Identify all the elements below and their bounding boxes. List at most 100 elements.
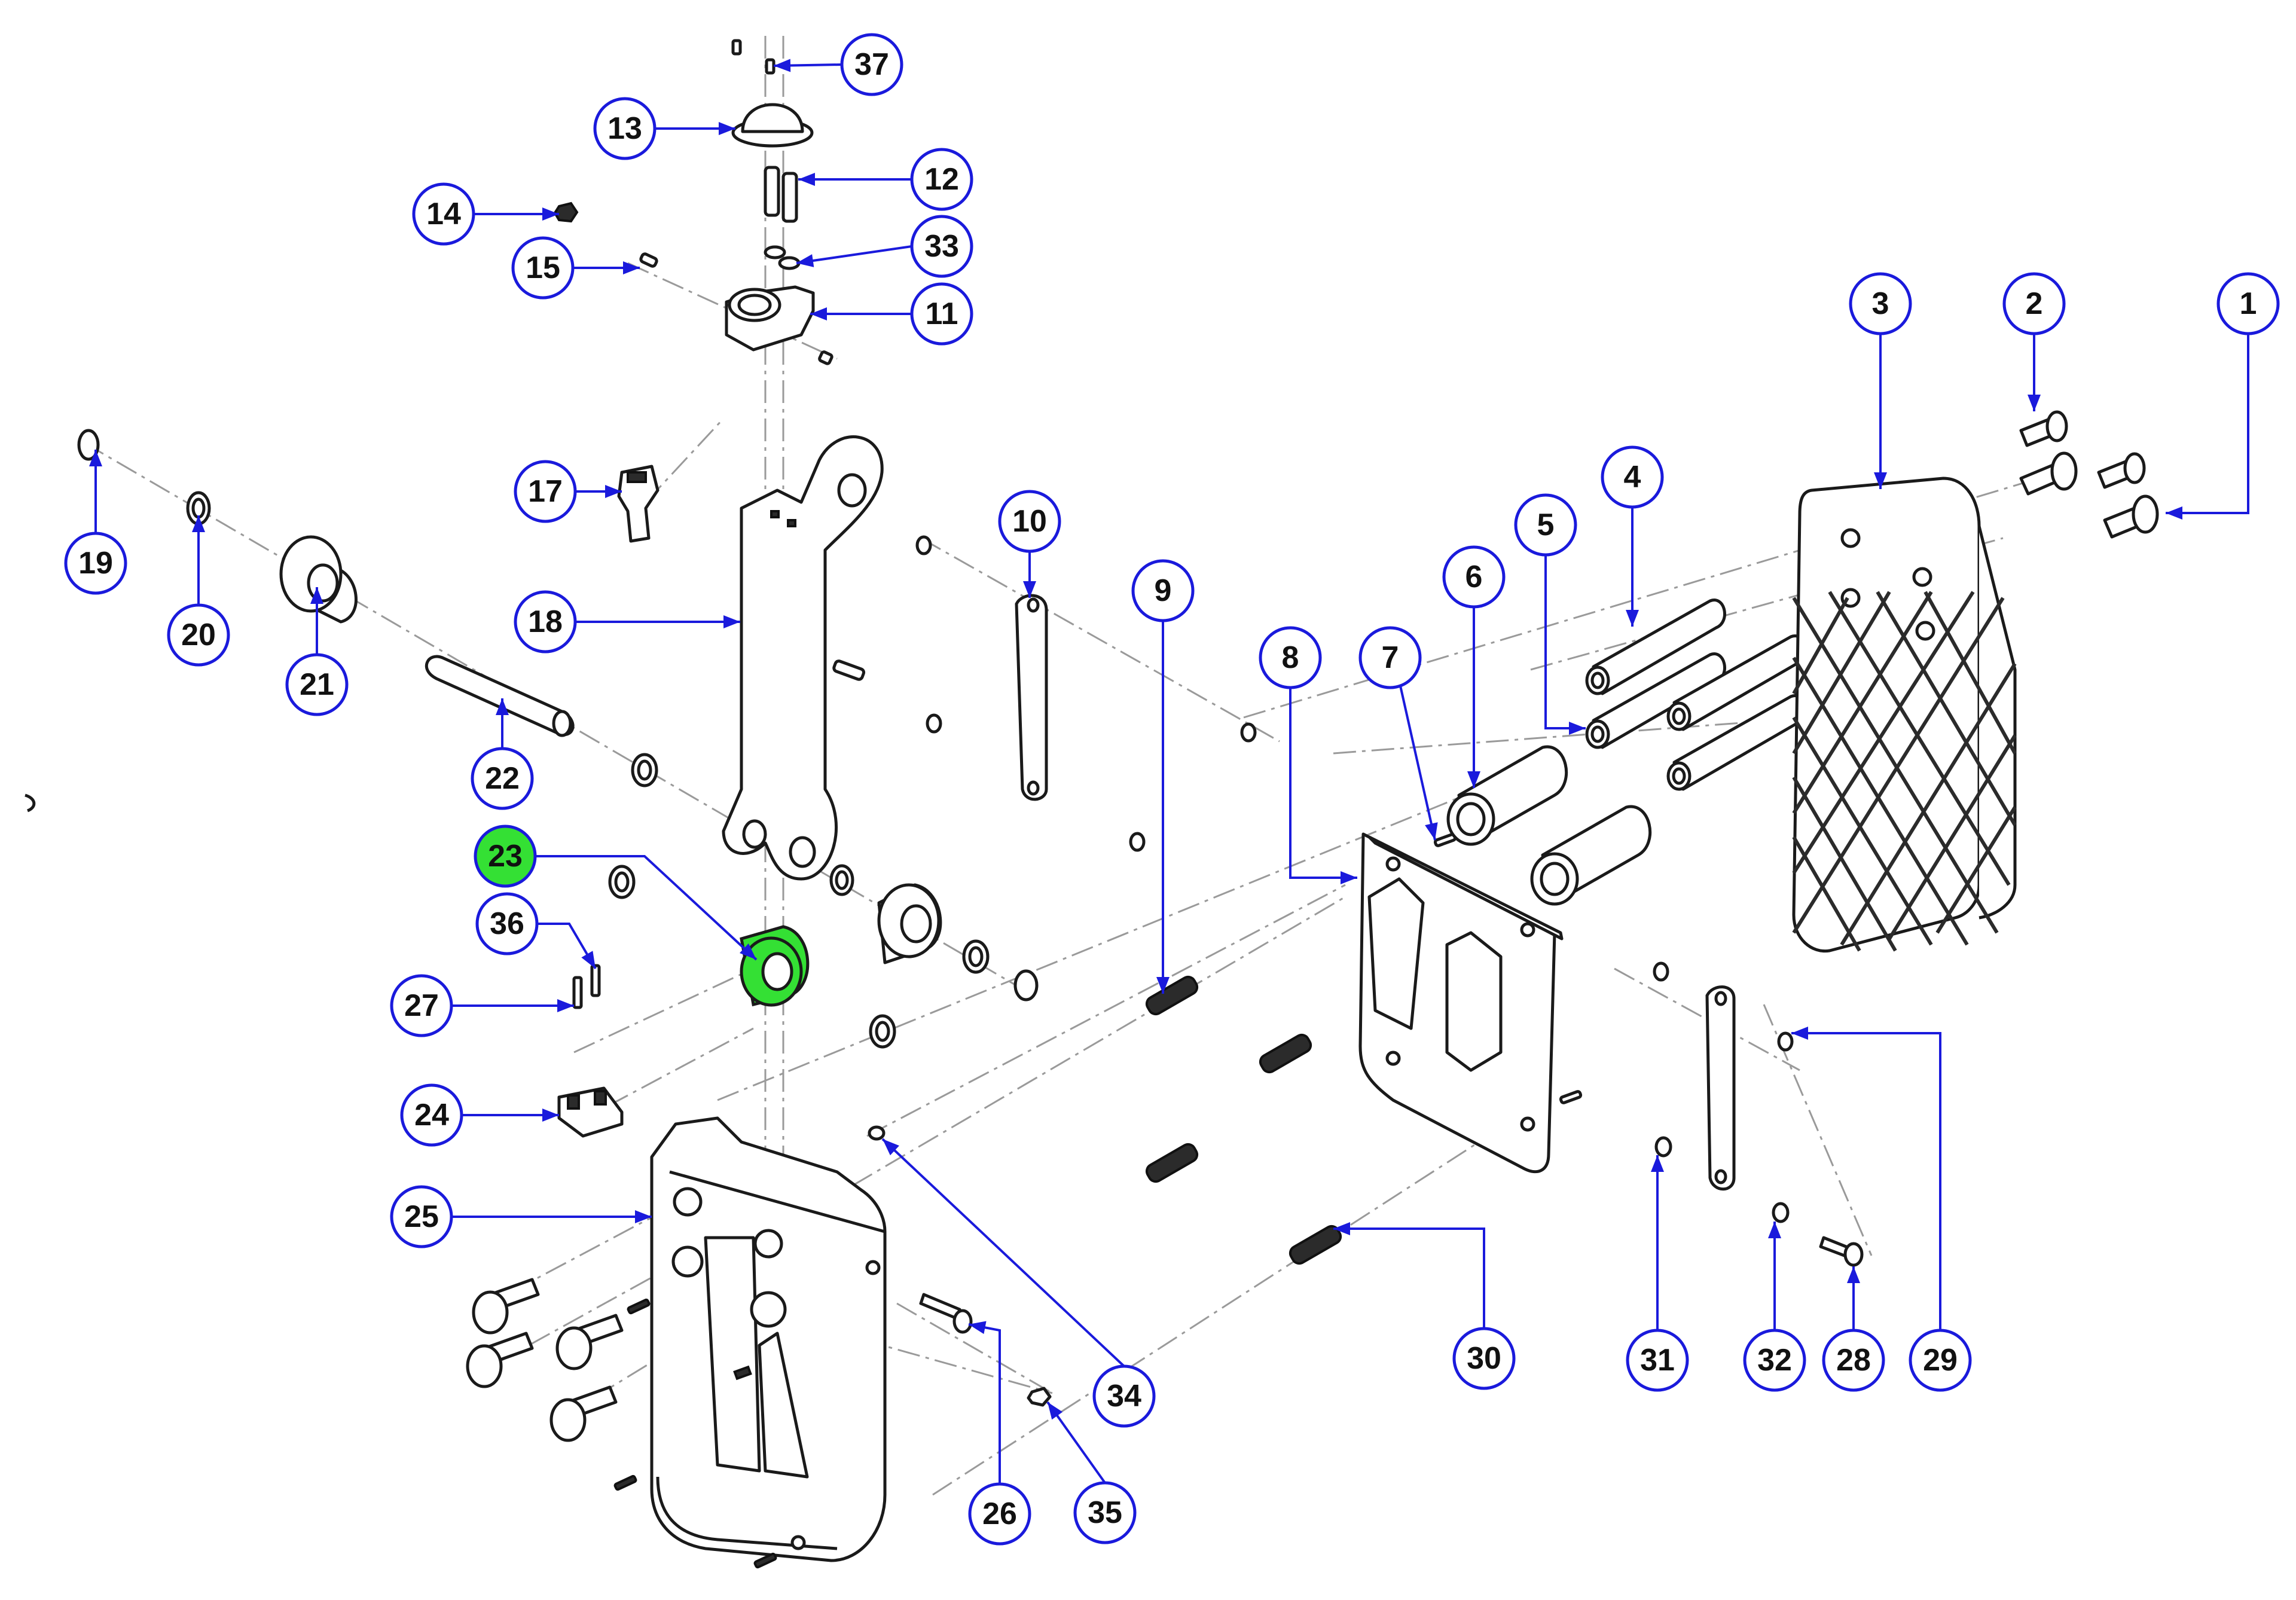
callout-8[interactable]: 8: [1259, 626, 1322, 689]
svg-text:34: 34: [1107, 1379, 1141, 1413]
leader-5: [1544, 555, 1586, 729]
leader-arrowhead-2: [2028, 395, 2041, 411]
callout-21[interactable]: 21: [285, 653, 349, 716]
callout-32[interactable]: 32: [1743, 1329, 1806, 1392]
leader-arrowhead-5: [1569, 722, 1586, 735]
svg-text:26: 26: [982, 1497, 1017, 1531]
part-4-5-standoffs: [1585, 599, 1807, 791]
part-34-washer: [868, 1125, 886, 1141]
part-22-shaft: [425, 655, 575, 737]
stray-mark: [25, 793, 36, 813]
callout-10[interactable]: 10: [998, 490, 1061, 553]
callout-27[interactable]: 27: [390, 974, 453, 1037]
callout-17[interactable]: 17: [514, 460, 577, 523]
svg-text:15: 15: [526, 251, 560, 285]
leader-arrowhead-12: [798, 173, 815, 186]
callout-13[interactable]: 13: [593, 97, 657, 160]
callout-26[interactable]: 26: [968, 1482, 1031, 1546]
leader-arrowhead-1: [2166, 506, 2182, 520]
callout-20[interactable]: 20: [167, 603, 230, 667]
callout-19[interactable]: 19: [64, 532, 127, 595]
leader-arrowhead-17: [605, 485, 622, 498]
leader-arrowhead-6: [1467, 771, 1480, 788]
part-27-36-screws: [572, 964, 601, 1009]
svg-text:4: 4: [1624, 460, 1641, 494]
part-21-bearing: [279, 535, 358, 624]
svg-text:30: 30: [1467, 1341, 1501, 1376]
svg-text:11: 11: [926, 297, 958, 331]
callout-7[interactable]: 7: [1358, 626, 1422, 689]
callout-36[interactable]: 36: [475, 892, 539, 955]
part-18-lever-arm: [722, 435, 884, 881]
svg-text:1: 1: [2240, 286, 2257, 321]
svg-text:31: 31: [1640, 1343, 1675, 1378]
callout-37[interactable]: 37: [840, 33, 903, 96]
callout-11[interactable]: 11: [910, 282, 973, 346]
callout-3[interactable]: 3: [1849, 272, 1912, 335]
callout-14[interactable]: 14: [412, 182, 475, 246]
leader-arrowhead-14: [542, 207, 559, 221]
callout-30[interactable]: 30: [1452, 1327, 1516, 1390]
callout-24[interactable]: 24: [400, 1083, 463, 1147]
callout-bubbles: 1 2 3 4 5 6 7 8 9 10 11 12 13 14 15 17 1…: [64, 33, 2280, 1546]
callout-1[interactable]: 1: [2216, 272, 2280, 335]
svg-text:18: 18: [528, 604, 563, 639]
callout-34[interactable]: 34: [1092, 1364, 1156, 1428]
callout-12[interactable]: 12: [910, 148, 973, 211]
svg-text:9: 9: [1155, 573, 1172, 608]
leader-arrowhead-20: [192, 515, 205, 532]
leader-arrowhead-35: [1048, 1402, 1063, 1420]
parts: [25, 39, 2159, 1569]
callout-6[interactable]: 6: [1442, 545, 1506, 609]
part-26-screw: [919, 1293, 973, 1334]
leader-arrowhead-11: [810, 307, 827, 320]
springs: [1145, 975, 1342, 1265]
svg-text:32: 32: [1757, 1343, 1792, 1378]
leader-8: [1289, 688, 1357, 879]
callout-33[interactable]: 33: [910, 215, 973, 278]
leader-arrowhead-29: [1791, 1027, 1808, 1040]
callout-22[interactable]: 22: [471, 747, 534, 810]
leader-arrowhead-8: [1341, 871, 1357, 884]
leader-arrowhead-25: [635, 1210, 652, 1223]
part-24-clip: [557, 1086, 624, 1138]
callout-23[interactable]: 23: [474, 825, 537, 888]
leader-arrowhead-9: [1156, 977, 1170, 994]
svg-text:8: 8: [1282, 640, 1299, 675]
callout-29[interactable]: 29: [1909, 1329, 1972, 1392]
part-37-screws: [731, 39, 775, 75]
callout-5[interactable]: 5: [1514, 493, 1577, 557]
svg-text:6: 6: [1465, 560, 1483, 594]
callout-15[interactable]: 15: [511, 236, 575, 300]
callout-25[interactable]: 25: [390, 1185, 453, 1248]
callout-2[interactable]: 2: [2002, 272, 2066, 335]
callout-31[interactable]: 31: [1626, 1329, 1689, 1392]
leader-arrowhead-21: [310, 587, 323, 604]
part-35-nut: [1027, 1387, 1052, 1407]
leader-lines: [89, 59, 2249, 1484]
leader-29: [1791, 1032, 1941, 1330]
part-17-switch: [617, 465, 660, 543]
leader-arrowhead-36: [581, 951, 596, 969]
part-12-bolts: [764, 166, 798, 223]
callout-9[interactable]: 9: [1131, 559, 1195, 622]
leader-arrowhead-28: [1847, 1266, 1860, 1283]
callout-18[interactable]: 18: [514, 590, 577, 654]
part-bearing-2: [877, 883, 942, 964]
leader-arrowhead-4: [1626, 610, 1639, 627]
leader-arrowhead-7: [1425, 822, 1438, 840]
callout-4[interactable]: 4: [1601, 445, 1664, 509]
leader-23: [535, 855, 758, 961]
leader-arrowhead-13: [719, 122, 735, 135]
svg-text:3: 3: [1872, 286, 1889, 321]
svg-text:7: 7: [1382, 640, 1399, 675]
leader-arrowhead-3: [1874, 472, 1887, 489]
callout-28[interactable]: 28: [1822, 1329, 1885, 1392]
callout-35[interactable]: 35: [1073, 1481, 1137, 1544]
assembly-axes: [83, 36, 2039, 1496]
part-3-foot-plate: [1792, 477, 2017, 953]
svg-text:37: 37: [854, 47, 889, 82]
leader-arrowhead-18: [723, 615, 740, 628]
svg-text:21: 21: [300, 667, 334, 702]
